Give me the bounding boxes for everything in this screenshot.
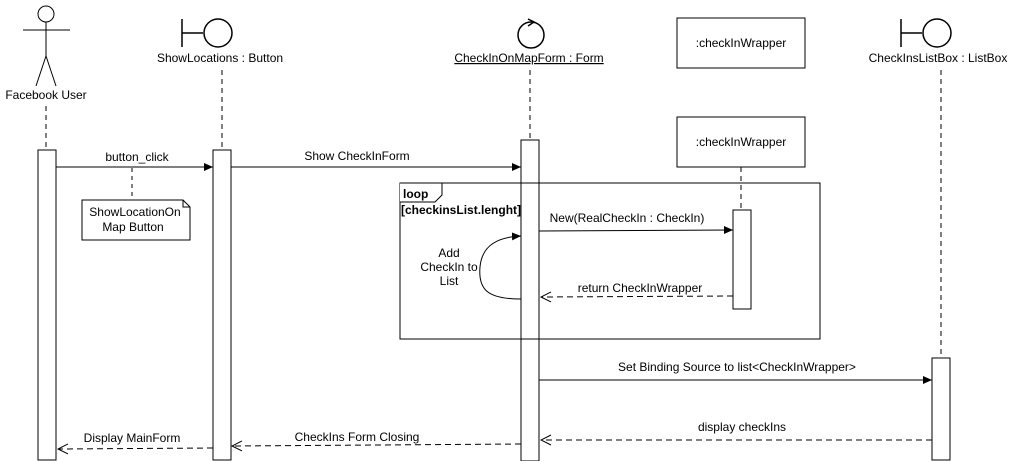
message-arrow [58,448,214,449]
activation-button [212,149,232,461]
loop-operator: loop [403,187,428,201]
actor-stick-figure-icon [23,5,70,87]
note-fold [182,200,190,208]
self-message-line-2: CheckIn to [420,260,478,274]
loop-label-tab [400,182,443,203]
loop-frame [399,182,821,340]
message-new-realcheckin: New(RealCheckIn : CheckIn) [538,211,734,235]
participant-showlocations-button: ShowLocations : Button [157,18,283,461]
activation-wrapper [732,209,752,310]
message-return-checkinwrapper: return CheckInWrapper [541,281,734,297]
activation-listbox [931,357,951,461]
participant-checkinwrapper-object: :checkInWrapper [676,17,806,69]
message-label: button_click [105,150,169,164]
loop-fragment: loop [checkinsList.lenght] [399,182,821,340]
message-display-mainform: Display MainForm [58,431,214,449]
message-arrow [232,444,522,446]
participant-label: :checkInWrapper [696,36,787,50]
self-message-add-checkin: Add CheckIn to List [420,232,522,300]
message-label: Set Binding Source to list<CheckInWrappe… [618,360,856,374]
actor-facebook-user: Facebook User [5,5,87,461]
boundary-icon [181,18,233,48]
message-label: Show CheckInForm [304,149,409,163]
participant-label: ShowLocations : Button [157,51,283,65]
self-message-line-1: Add [438,246,459,260]
self-message-arrow [479,232,522,300]
message-label: Display MainForm [84,431,181,445]
participant-label: :checkInWrapper [696,135,787,149]
message-show-checkin-form: Show CheckInForm [231,149,521,171]
object-box [676,17,806,69]
object-box [676,116,806,168]
message-label: CheckIns Form Closing [295,430,420,444]
note-box [81,199,191,241]
activation-user [37,149,57,461]
control-icon [517,18,545,49]
message-label: return CheckInWrapper [578,281,703,295]
participant-checkins-listbox: CheckInsListBox : ListBox [869,18,1008,461]
activation-form [520,139,540,461]
note-showlocation: ShowLocationOn Map Button [81,168,191,241]
boundary-icon [900,18,952,48]
participant-checkinwrapper-created: :checkInWrapper [676,116,806,310]
self-message-line-3: List [440,274,459,288]
actor-label: Facebook User [5,88,86,102]
participant-checkin-form: CheckInOnMapForm : Form [454,18,604,461]
message-arrow [541,296,734,297]
message-checkins-form-closing: CheckIns Form Closing [232,430,522,446]
participant-label: CheckInsListBox : ListBox [869,51,1008,65]
note-line-2: Map Button [102,220,163,234]
message-display-checkins: display checkIns [541,420,932,440]
message-label: display checkIns [698,420,786,434]
message-button-click: button_click [56,150,213,171]
message-label: New(RealCheckIn : CheckIn) [550,211,705,225]
note-line-1: ShowLocationOn [89,205,180,219]
loop-guard: [checkinsList.lenght] [401,203,521,217]
message-arrow [538,226,734,235]
participant-label: CheckInOnMapForm : Form [454,51,603,65]
message-set-binding-source: Set Binding Source to list<CheckInWrappe… [539,360,932,384]
